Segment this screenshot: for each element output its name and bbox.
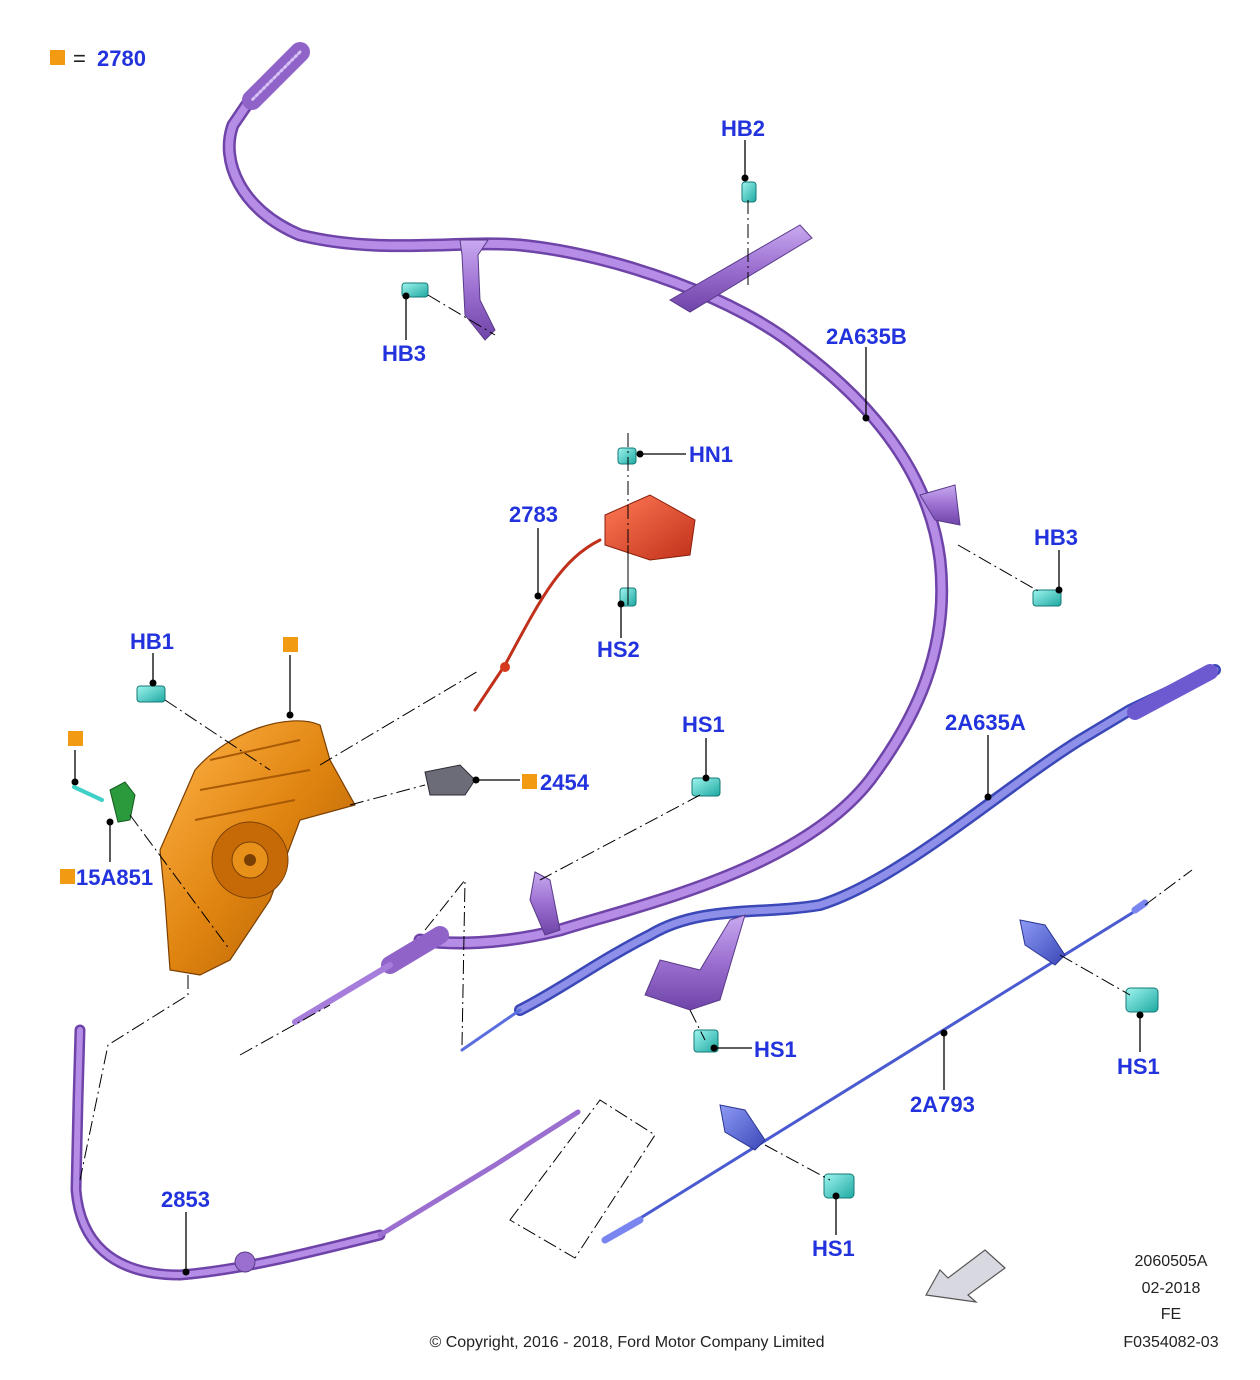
footer-code: FE <box>1161 1306 1181 1323</box>
label-hb3-top: HB3 <box>382 341 426 366</box>
label-2454: 2454 <box>540 770 590 795</box>
label-hs2: HS2 <box>597 637 640 662</box>
fastener-hs1-right-icon <box>1125 987 1159 1013</box>
label-hn1: HN1 <box>689 442 733 467</box>
brake-actuator-2780 <box>159 720 356 976</box>
legend: = 2780 <box>50 46 146 71</box>
label-2a635b: 2A635B <box>826 324 907 349</box>
fasteners <box>136 181 1159 1199</box>
direction-arrow-icon <box>925 1249 1006 1303</box>
label-hs1-mid: HS1 <box>682 712 725 737</box>
copyright: © Copyright, 2016 - 2018, Ford Motor Com… <box>429 1334 824 1351</box>
label-hs1-bottom: HS1 <box>812 1236 855 1261</box>
footer-date: 02-2018 <box>1142 1280 1201 1297</box>
label-hb1: HB1 <box>130 629 174 654</box>
cable-2a635a <box>460 664 1221 1052</box>
label-2853: 2853 <box>161 1187 210 1212</box>
label-15a851: 15A851 <box>76 865 153 890</box>
label-2783: 2783 <box>509 502 558 527</box>
part-2454-marker-icon <box>522 774 537 789</box>
fastener-hs1-bottom-icon <box>823 1173 855 1199</box>
sensor-15a851-marker-icon <box>60 869 75 884</box>
orange-marker-icon <box>50 50 65 65</box>
footer-ref: 2060505A <box>1135 1253 1208 1270</box>
fastener-hb2-icon <box>741 181 757 203</box>
footer: 2060505A 02-2018 FE F0354082-03 © Copyri… <box>429 1253 1218 1351</box>
fastener-hb3-right-icon <box>1032 589 1062 607</box>
cable-2a635b <box>222 42 961 1025</box>
label-hs1-right: HS1 <box>1117 1054 1160 1079</box>
cable-2a793 <box>601 899 1149 1244</box>
label-2a793: 2A793 <box>910 1092 975 1117</box>
fastener-hb1-icon <box>136 685 166 703</box>
legend-part-number: 2780 <box>97 46 146 71</box>
part-2454 <box>424 764 476 796</box>
sensor-15a851 <box>109 781 136 823</box>
legend-equals: = <box>73 46 86 71</box>
alignment-lines <box>79 200 1193 1259</box>
cable-2783 <box>473 494 696 712</box>
fastener-hn1-icon <box>617 447 637 465</box>
actuator-marker-icon <box>283 637 298 652</box>
label-hb2: HB2 <box>721 116 765 141</box>
label-2a635a: 2A635A <box>945 710 1026 735</box>
cable-2853 <box>70 1024 581 1281</box>
callouts: HB2 HB3 2A635B HN1 2783 HS2 HB3 HB1 2454… <box>60 116 1160 1276</box>
label-hs1-bracket: HS1 <box>754 1037 797 1062</box>
fastener-hb3-top-icon <box>401 282 429 298</box>
label-hb3-right: HB3 <box>1034 525 1078 550</box>
footer-figure: F0354082-03 <box>1123 1334 1218 1351</box>
sensor-bolt-marker-icon <box>68 731 83 746</box>
